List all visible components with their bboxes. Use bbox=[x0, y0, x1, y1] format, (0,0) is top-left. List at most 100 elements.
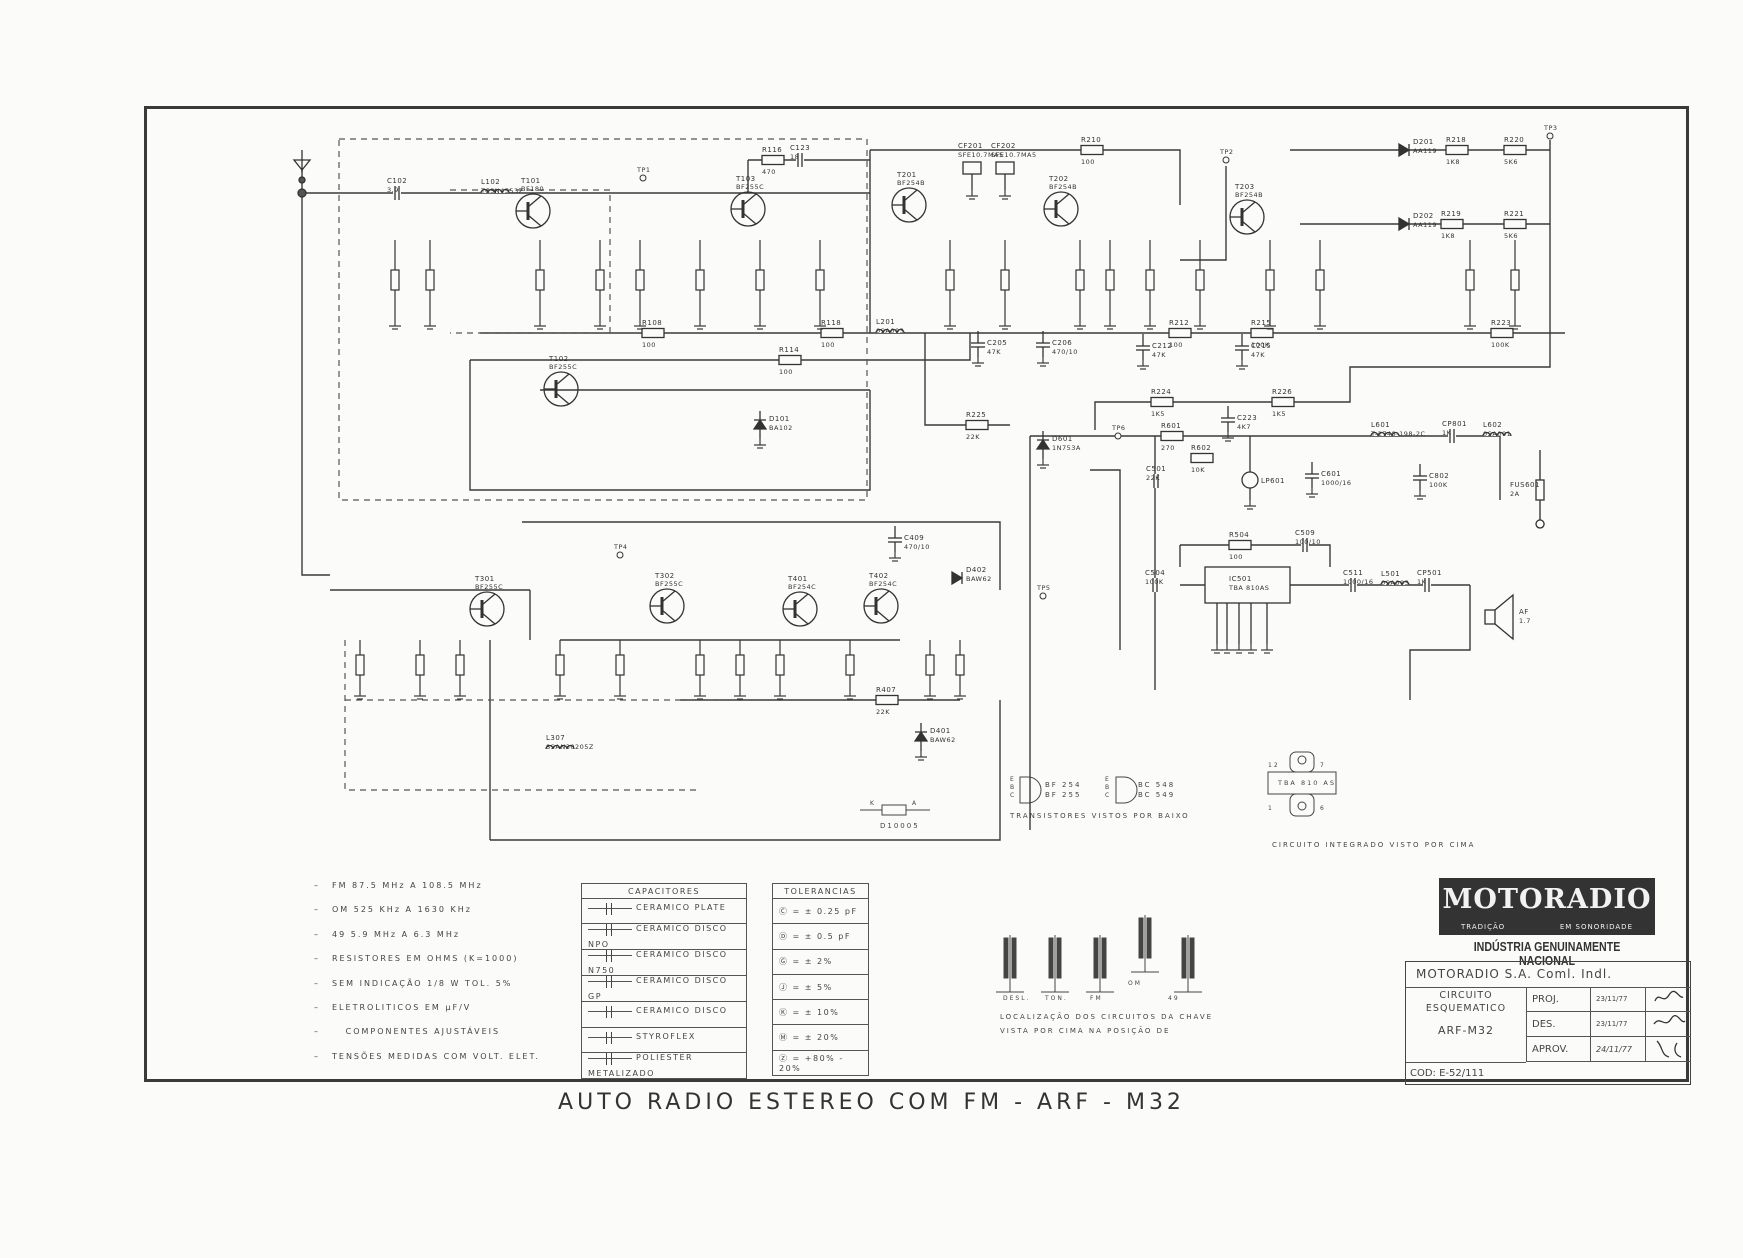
component-value: 18 bbox=[790, 153, 799, 161]
ground-icon bbox=[915, 751, 927, 761]
legend-text: ELETROLITICOS EM µF/V bbox=[332, 1002, 472, 1012]
ground-icon bbox=[1236, 360, 1248, 370]
resistor-icon bbox=[955, 640, 965, 690]
component-value: 0SA003 bbox=[1381, 579, 1409, 587]
component-value: 470/10 bbox=[904, 543, 930, 551]
company-name: MOTORADIO S.A. Coml. Indl. bbox=[1406, 962, 1690, 988]
resistor-icon bbox=[1145, 240, 1155, 320]
logo-left-tag: TRADIÇÃO bbox=[1461, 923, 1506, 931]
test-point-label: TP2 bbox=[1219, 148, 1234, 156]
capacitor-icon bbox=[1305, 462, 1319, 488]
resistor-icon bbox=[925, 640, 935, 690]
ground-icon bbox=[534, 320, 546, 330]
transistor-pinout-icon bbox=[1115, 776, 1138, 804]
capacitor-type: STYROFLEX bbox=[636, 1031, 696, 1041]
component-ref: R504 bbox=[1229, 531, 1249, 539]
wire bbox=[522, 521, 1001, 590]
diode-icon bbox=[1398, 216, 1411, 232]
date-aprov: 24/11/77 bbox=[1590, 1037, 1645, 1062]
test-point-icon bbox=[616, 551, 624, 559]
tolerances-table: TOLERANCIAS Ⓒ = ± 0.25 pF Ⓓ = ± 0.5 pF Ⓖ… bbox=[772, 883, 869, 1077]
doc-type-line2: ESQUEMATICO bbox=[1425, 1003, 1507, 1014]
component-value: 8SAN30205Z bbox=[546, 743, 594, 751]
ic-caption: CIRCUITO INTEGRADO VISTO POR CIMA bbox=[1272, 841, 1476, 849]
wire bbox=[1090, 469, 1121, 650]
resistor-icon bbox=[761, 154, 785, 166]
capacitor-icon bbox=[1221, 406, 1235, 432]
test-point-label: TP5 bbox=[1036, 584, 1051, 592]
legend-text: TENSÕES MEDIDAS COM VOLT. ELET. bbox=[332, 1051, 540, 1061]
diode-icon bbox=[1398, 142, 1411, 158]
ground-icon bbox=[1464, 320, 1476, 330]
capacitor-icon bbox=[1235, 334, 1249, 360]
ground-icon bbox=[1261, 644, 1273, 654]
signature-proj bbox=[1645, 987, 1691, 1012]
resistor-icon bbox=[1465, 240, 1475, 320]
inductor-icon bbox=[480, 188, 510, 194]
inductor-icon bbox=[1370, 431, 1400, 437]
ground-icon bbox=[614, 690, 626, 700]
component-ref: T201 bbox=[896, 171, 917, 179]
capacitor-type: CERAMICO DISCO N750 bbox=[588, 950, 728, 976]
component-ref: C409 bbox=[904, 534, 924, 542]
component-ref: L307 bbox=[546, 734, 565, 742]
resistor-icon bbox=[1315, 240, 1325, 320]
drawing-code: COD: E-52/111 bbox=[1406, 1062, 1526, 1084]
ground-icon bbox=[1194, 320, 1206, 330]
ceramic-filter-icon bbox=[962, 161, 982, 190]
resistor-icon bbox=[1440, 218, 1464, 230]
capacitor-type-row: CERAMICO DISCO NPO bbox=[581, 923, 747, 951]
ground-icon bbox=[1306, 488, 1318, 498]
diode-icon bbox=[752, 411, 768, 439]
switch-caption-2: VISTA POR CIMA NA POSIÇÃO DE bbox=[1000, 1027, 1171, 1035]
component-value: 4K7 bbox=[1237, 423, 1251, 431]
legend: –FM 87.5 MHz A 108.5 MHz –OM 525 KHz A 1… bbox=[314, 878, 540, 1073]
switch-contact-icon bbox=[1086, 935, 1114, 993]
shield-boundaries bbox=[338, 138, 868, 791]
antenna-icon bbox=[292, 150, 312, 198]
ground-icon bbox=[954, 690, 966, 700]
resistor-icon bbox=[355, 640, 365, 690]
component-value: 1.7 bbox=[1519, 617, 1531, 625]
component-ref: LP601 bbox=[1261, 477, 1285, 485]
component-value: 1K bbox=[1417, 578, 1427, 586]
transistor-icon bbox=[649, 588, 685, 624]
switch-contact-icon bbox=[1041, 935, 1069, 993]
switch-contact-icon bbox=[1131, 915, 1159, 973]
component-ref: R118 bbox=[821, 319, 841, 327]
resistor-icon bbox=[635, 240, 645, 320]
signature-icon bbox=[1653, 1015, 1686, 1025]
resistor-icon bbox=[755, 240, 765, 320]
component-value: 1K bbox=[1442, 429, 1452, 437]
component-ref: C509 bbox=[1295, 529, 1315, 537]
ic-package-icon bbox=[1267, 751, 1337, 817]
component-value: 5K6 bbox=[1504, 232, 1518, 240]
component-value: 100K bbox=[1251, 341, 1270, 349]
switch-contact-icon bbox=[1174, 935, 1202, 993]
component-value: 100K bbox=[1491, 341, 1510, 349]
component-value: 5K6 bbox=[1504, 158, 1518, 166]
test-point-label: TP4 bbox=[613, 543, 628, 551]
component-ref: R114 bbox=[779, 346, 799, 354]
pin-b: B bbox=[1105, 784, 1112, 791]
diode-icon bbox=[1035, 431, 1051, 459]
component-value: 47K bbox=[1152, 351, 1166, 359]
resistor-icon bbox=[820, 327, 844, 339]
pin-e: E bbox=[1105, 776, 1111, 783]
transistor-icon bbox=[863, 588, 899, 624]
transistor-icon bbox=[891, 187, 927, 223]
component-ref: R219 bbox=[1441, 210, 1461, 218]
component-value: 100/10 bbox=[1295, 538, 1321, 546]
pin-b: B bbox=[1010, 784, 1017, 791]
component-ref: C511 bbox=[1343, 569, 1363, 577]
component-ref: R108 bbox=[642, 319, 662, 327]
component-ref: L102 bbox=[481, 178, 500, 186]
fuse-icon bbox=[1535, 479, 1545, 529]
resistor-icon bbox=[1250, 327, 1274, 339]
resistor-icon bbox=[965, 419, 989, 431]
tolerance-row: Ⓒ = ± 0.25 pF bbox=[772, 897, 869, 925]
component-value: 100K bbox=[1145, 578, 1164, 586]
resistor-icon bbox=[695, 640, 705, 690]
